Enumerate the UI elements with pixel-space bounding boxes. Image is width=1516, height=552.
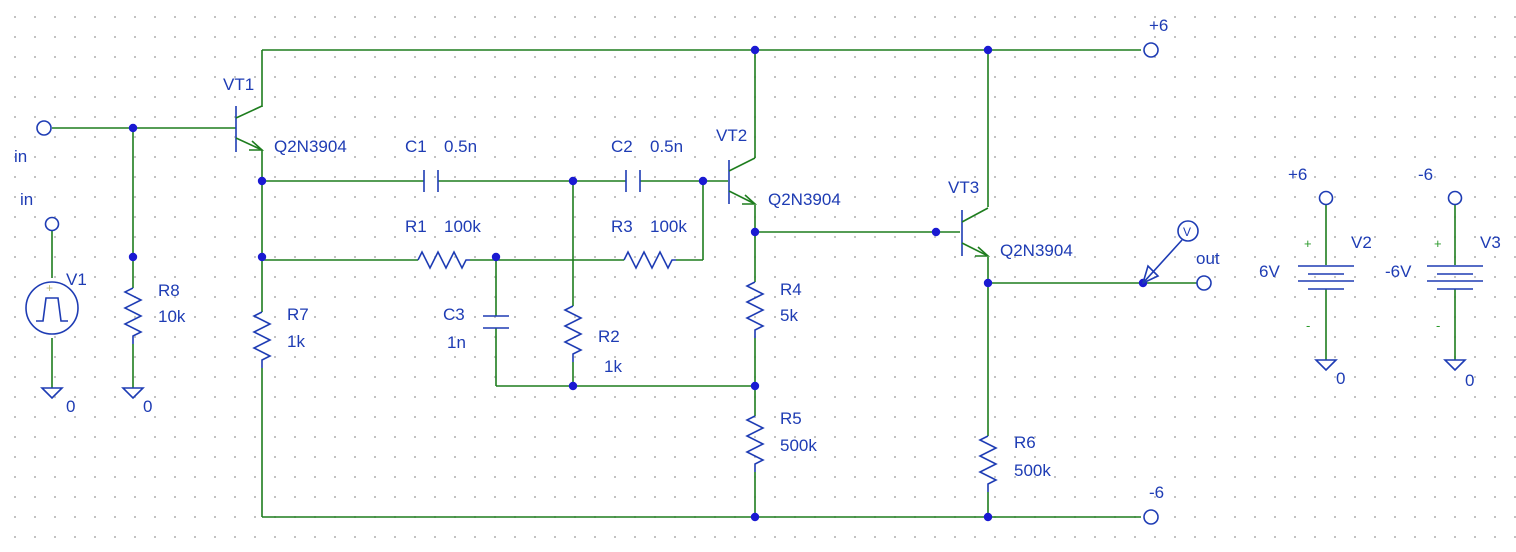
resistor-r2: R2 1k	[563, 305, 622, 376]
svg-text:-: -	[1436, 318, 1440, 333]
capacitor-c2: C2 0.5n	[611, 137, 683, 192]
svg-text:R6: R6	[1014, 433, 1036, 452]
resistor-r8: R8 10k	[123, 281, 186, 344]
svg-text:+: +	[1434, 236, 1442, 251]
svg-text:Q2N3904: Q2N3904	[1000, 241, 1073, 260]
svg-text:Q2N3904: Q2N3904	[274, 137, 347, 156]
terminal-in-source: in	[20, 190, 60, 232]
source-v3: + - V3 -6V	[1385, 233, 1501, 333]
terminal-v3-minus: -6	[1418, 165, 1463, 206]
svg-text:1k: 1k	[604, 357, 622, 376]
svg-text:-6V: -6V	[1385, 262, 1412, 281]
svg-text:5k: 5k	[780, 306, 798, 325]
terminal-vminus: -6	[1143, 483, 1164, 525]
terminal-v2-plus: +6	[1288, 165, 1334, 206]
transistor-vt1: VT1 Q2N3904	[223, 75, 347, 156]
svg-text:C3: C3	[443, 305, 465, 324]
svg-text:-: -	[1306, 318, 1310, 333]
svg-text:-6: -6	[1149, 483, 1164, 502]
ground-v2: 0	[1314, 359, 1345, 388]
svg-text:100k: 100k	[444, 217, 481, 236]
svg-text:500k: 500k	[780, 436, 817, 455]
svg-text:+6: +6	[1288, 165, 1307, 184]
svg-text:+: +	[1304, 236, 1312, 251]
svg-text:R4: R4	[780, 280, 802, 299]
svg-text:10k: 10k	[158, 307, 186, 326]
junction-dots	[128, 45, 1148, 522]
svg-text:in: in	[20, 190, 33, 209]
terminal-out: out	[1196, 249, 1220, 291]
ground-v1: 0	[40, 387, 75, 416]
svg-text:Q2N3904: Q2N3904	[768, 190, 841, 209]
svg-text:0.5n: 0.5n	[444, 137, 477, 156]
svg-text:VT1: VT1	[223, 75, 254, 94]
source-v1: + V1	[25, 270, 87, 335]
resistor-r4: R4 5k	[745, 280, 802, 338]
voltage-probe-icon: V	[1141, 220, 1199, 285]
capacitor-c1: C1 0.5n	[405, 137, 477, 192]
svg-text:R7: R7	[287, 305, 309, 324]
svg-text:0: 0	[143, 397, 152, 416]
source-v2: + - V2 6V	[1259, 233, 1372, 333]
svg-text:-6: -6	[1418, 165, 1433, 184]
svg-text:0.5n: 0.5n	[650, 137, 683, 156]
ground-r8: 0	[121, 387, 152, 416]
svg-text:6V: 6V	[1259, 262, 1280, 281]
svg-text:1k: 1k	[287, 332, 305, 351]
svg-text:V: V	[1183, 225, 1191, 239]
svg-text:+: +	[46, 281, 53, 295]
ground-v3: 0	[1443, 359, 1474, 390]
svg-text:R8: R8	[158, 281, 180, 300]
svg-text:R2: R2	[598, 327, 620, 346]
svg-text:0: 0	[1336, 369, 1345, 388]
resistor-r1: R1 100k	[405, 217, 481, 270]
svg-text:0: 0	[66, 397, 75, 416]
svg-text:1n: 1n	[447, 333, 466, 352]
svg-text:R3: R3	[611, 217, 633, 236]
svg-text:V2: V2	[1351, 233, 1372, 252]
svg-text:R1: R1	[405, 217, 427, 236]
svg-text:C2: C2	[611, 137, 633, 156]
terminal-in: in	[14, 120, 52, 166]
svg-text:VT3: VT3	[948, 178, 979, 197]
resistor-r5: R5 500k	[745, 409, 817, 472]
transistor-vt2: VT2 Q2N3904	[716, 126, 841, 209]
svg-text:R5: R5	[780, 409, 802, 428]
capacitor-c3: C3 1n	[443, 305, 509, 352]
svg-text:0: 0	[1465, 371, 1474, 390]
svg-text:100k: 100k	[650, 217, 687, 236]
svg-text:C1: C1	[405, 137, 427, 156]
resistor-r6: R6 500k	[978, 433, 1051, 492]
transistor-vt3: VT3 Q2N3904	[948, 178, 1073, 260]
svg-text:out: out	[1196, 249, 1220, 268]
svg-text:V3: V3	[1480, 233, 1501, 252]
terminal-vplus: +6	[1143, 16, 1168, 58]
svg-text:500k: 500k	[1014, 461, 1051, 480]
svg-text:VT2: VT2	[716, 126, 747, 145]
svg-text:V1: V1	[66, 270, 87, 289]
svg-text:in: in	[14, 147, 27, 166]
resistor-r3: R3 100k	[611, 217, 687, 270]
svg-text:+6: +6	[1149, 16, 1168, 35]
resistor-r7: R7 1k	[252, 305, 309, 368]
